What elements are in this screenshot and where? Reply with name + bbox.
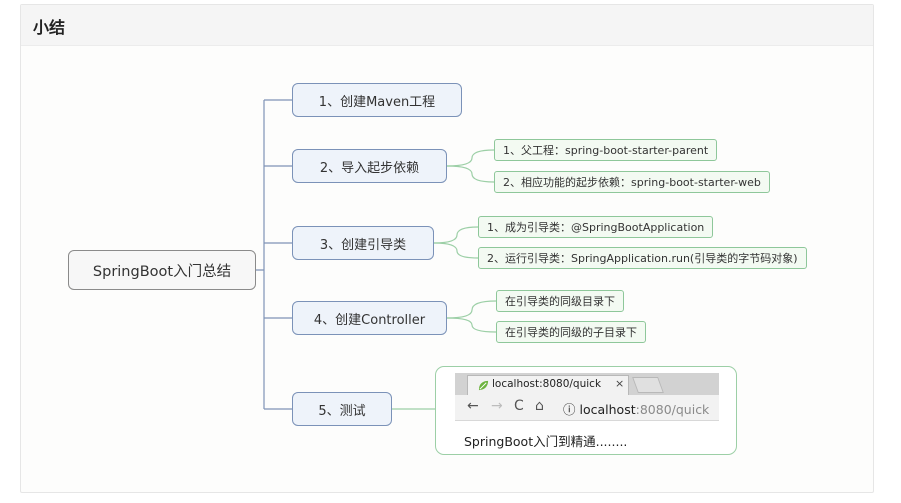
address-path: :8080/quick <box>635 402 710 417</box>
card-header: 小结 <box>21 5 873 46</box>
reload-icon[interactable]: C <box>514 398 524 414</box>
spring-leaf-icon <box>478 380 489 391</box>
home-icon[interactable]: ⌂ <box>535 398 544 414</box>
forward-arrow-icon[interactable]: → <box>491 398 503 414</box>
section-title: 小结 <box>33 18 66 37</box>
step-test: 5、测试 <box>292 392 392 426</box>
browser-tab-bar: localhost:8080/quick × <box>455 373 719 395</box>
connector-step4-leaf1 <box>446 300 497 319</box>
connector-step2-leaf2 <box>446 165 495 183</box>
leaf-springbootapplication: 1、成为引导类：@SpringBootApplication <box>478 216 714 238</box>
info-icon: ⓘ <box>563 402 576 417</box>
step-import-starter-dependencies: 2、导入起步依赖 <box>292 149 447 183</box>
connector-step4-leaf2 <box>446 317 497 333</box>
tab-title: localhost:8080/quick <box>492 378 602 390</box>
connector-step3-leaf2 <box>433 242 479 259</box>
browser-tab[interactable]: localhost:8080/quick × <box>467 375 629 395</box>
leaf-same-level-subdirectory: 在引导类的同级的子目录下 <box>496 321 646 343</box>
step-create-maven-project: 1、创建Maven工程 <box>292 83 462 117</box>
leaf-springapplication-run: 2、运行引导类：SpringApplication.run(引导类的字节码对象) <box>478 247 807 269</box>
connector-root-trunk <box>256 100 265 409</box>
address-host: localhost <box>579 402 636 417</box>
connector-step2-leaf1 <box>446 149 495 167</box>
step-create-controller: 4、创建Controller <box>292 301 447 335</box>
leaf-starter-web: 2、相应功能的起步依赖：spring-boot-starter-web <box>494 171 770 193</box>
browser-toolbar: ← → C ⌂ ⓘ localhost:8080/quick <box>455 395 719 421</box>
address-bar[interactable]: ⓘ localhost:8080/quick <box>563 399 709 418</box>
leaf-same-directory: 在引导类的同级目录下 <box>496 290 624 312</box>
step-create-bootstrap-class: 3、创建引导类 <box>292 226 434 260</box>
root-node: SpringBoot入门总结 <box>68 250 256 290</box>
back-arrow-icon[interactable]: ← <box>467 398 479 414</box>
new-tab-button[interactable] <box>632 377 664 393</box>
browser-screenshot: localhost:8080/quick × ← → C ⌂ ⓘ localho… <box>435 366 737 455</box>
connector-step3-leaf1 <box>433 226 479 244</box>
page-content-text: SpringBoot入门到精通........ <box>464 434 628 449</box>
leaf-parent-project: 1、父工程：spring-boot-starter-parent <box>494 139 718 161</box>
close-icon[interactable]: × <box>615 377 625 390</box>
